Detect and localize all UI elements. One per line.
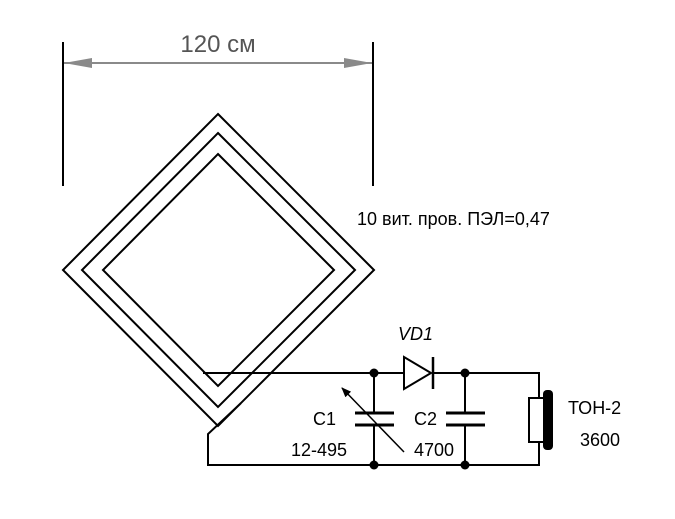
circuit-wiring bbox=[369, 368, 540, 470]
coil-leads bbox=[203, 372, 375, 466]
c2-value: 4700 bbox=[414, 440, 454, 460]
coil-turn-outer bbox=[61, 112, 376, 428]
coil-turn-middle bbox=[80, 131, 357, 409]
diode-vd1-symbol bbox=[403, 355, 433, 391]
coil-turn-inner bbox=[101, 152, 336, 388]
capacitor-c2: С2 4700 bbox=[414, 372, 485, 466]
headphone-name: ТОН-2 bbox=[568, 398, 621, 418]
coil-lead-bottom bbox=[207, 402, 375, 466]
c1-value: 12-495 bbox=[291, 440, 347, 460]
diode-vd1-label: VD1 bbox=[398, 324, 433, 344]
coil-label: 10 вит. пров. ПЭЛ=0,47 bbox=[357, 209, 550, 229]
capacitor-c1: С1 12-495 bbox=[291, 372, 405, 466]
c1-variable-arrow bbox=[341, 387, 405, 453]
headphone-ton2: ТОН-2 3600 bbox=[528, 390, 621, 450]
c1-name: С1 bbox=[313, 409, 336, 429]
headphone-value: 3600 bbox=[580, 430, 620, 450]
dimension-label: 120 см bbox=[180, 31, 255, 58]
dimension-group: 120 см bbox=[62, 31, 374, 186]
headphone-diaphragm bbox=[543, 390, 553, 450]
dimension-arrow-left bbox=[64, 58, 92, 68]
c2-name: С2 bbox=[414, 409, 437, 429]
diode-vd1: VD1 bbox=[398, 324, 435, 391]
loop-antenna: 10 вит. пров. ПЭЛ=0,47 bbox=[61, 112, 550, 428]
dimension-arrow-right bbox=[344, 58, 372, 68]
